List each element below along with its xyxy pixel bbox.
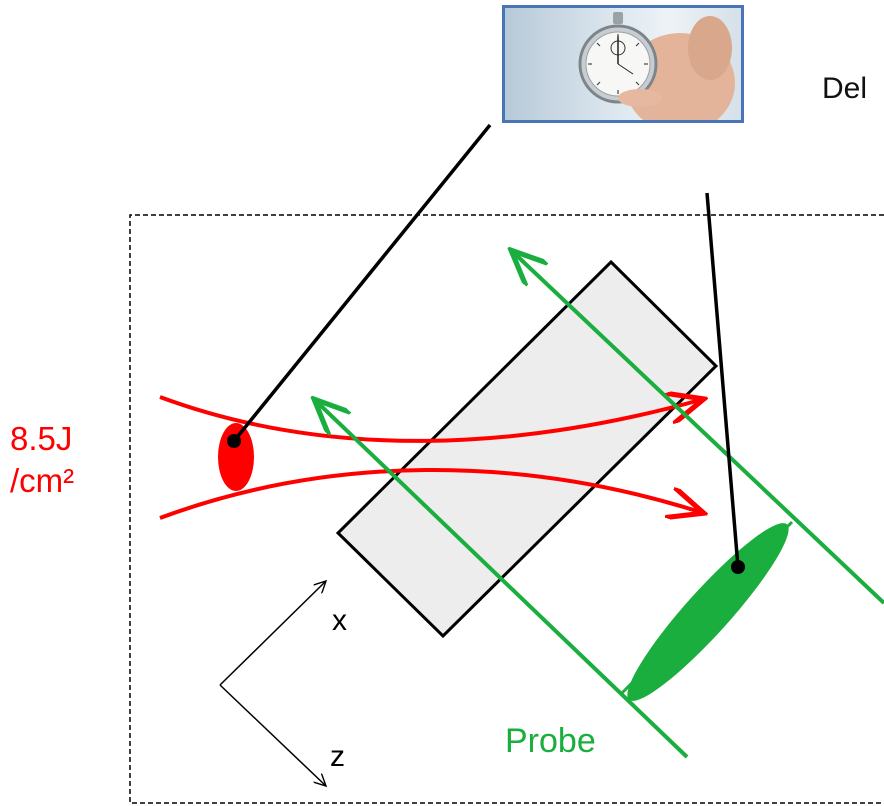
axis-z-label: z bbox=[330, 740, 345, 774]
axis-x-arrow bbox=[220, 581, 326, 685]
fluence-label: 8.5J /cm² bbox=[10, 418, 74, 502]
probe-leader-line bbox=[707, 193, 738, 567]
probe-pulse-ellipse bbox=[613, 510, 804, 715]
fluence-value: 8.5J bbox=[10, 418, 74, 460]
delay-label: Del bbox=[822, 72, 867, 106]
probe-label: Probe bbox=[505, 722, 596, 761]
axis-x-label: x bbox=[332, 604, 347, 638]
fluence-unit: /cm² bbox=[10, 460, 74, 502]
stopwatch-photo bbox=[502, 5, 744, 123]
pump-leader-dot bbox=[227, 434, 241, 448]
sample-slab bbox=[338, 262, 716, 636]
pump-focus-spot bbox=[218, 423, 254, 491]
axis-z-arrow bbox=[220, 685, 326, 786]
pump-leader-line bbox=[234, 125, 490, 441]
stopwatch-icon bbox=[505, 8, 741, 120]
probe-leader-dot bbox=[731, 560, 745, 574]
